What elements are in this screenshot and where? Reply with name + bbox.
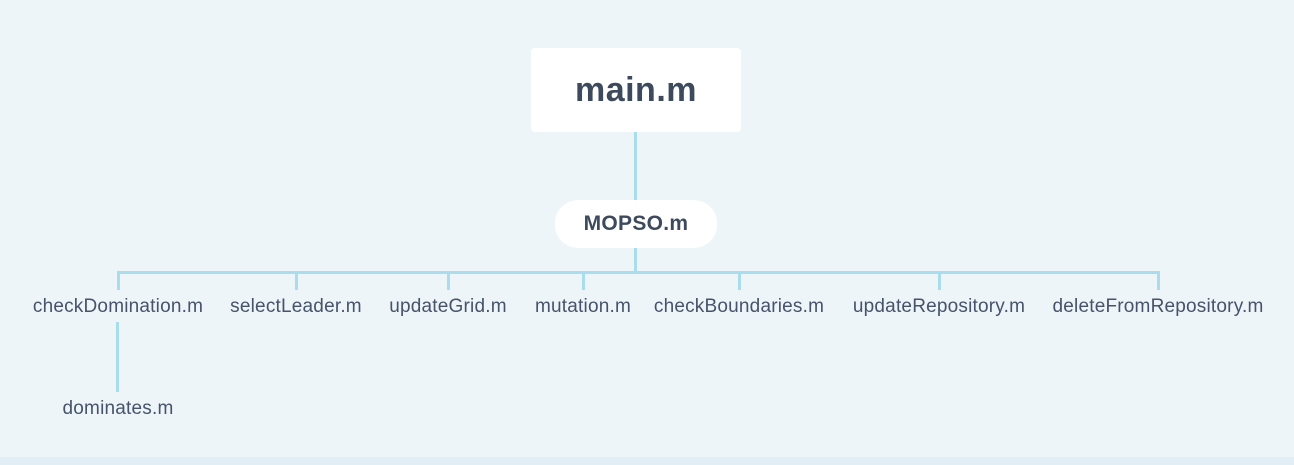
node-dominates[interactable]: dominates.m — [62, 398, 174, 419]
node-child[interactable]: updateGrid.m — [389, 296, 507, 317]
connector-main-to-mopso — [634, 132, 637, 200]
node-child[interactable]: selectLeader.m — [230, 296, 362, 317]
connector-mopso-to-bus — [634, 248, 637, 271]
connector-bus-line — [117, 271, 1160, 274]
node-mopso-label: MOPSO.m — [583, 212, 689, 235]
node-child[interactable]: mutation.m — [535, 296, 631, 317]
node-main-label: main.m — [574, 70, 698, 109]
connector-tick — [1156, 271, 1160, 290]
node-mopso[interactable]: MOPSO.m — [555, 200, 717, 248]
node-child[interactable]: checkBoundaries.m — [653, 296, 825, 317]
node-child[interactable]: updateRepository.m — [852, 296, 1026, 317]
connector-tick — [294, 271, 298, 290]
node-main[interactable]: main.m — [531, 48, 741, 132]
bottom-edge — [0, 457, 1294, 465]
node-child[interactable]: checkDomination.m — [32, 296, 204, 317]
connector-tick — [446, 271, 450, 290]
connector-tick — [737, 271, 741, 290]
connector-checkdomination-to-dominates — [116, 322, 119, 392]
connector-tick — [937, 271, 941, 290]
connector-tick — [581, 271, 585, 290]
connector-tick — [116, 271, 120, 290]
node-child[interactable]: deleteFromRepository.m — [1052, 296, 1264, 317]
